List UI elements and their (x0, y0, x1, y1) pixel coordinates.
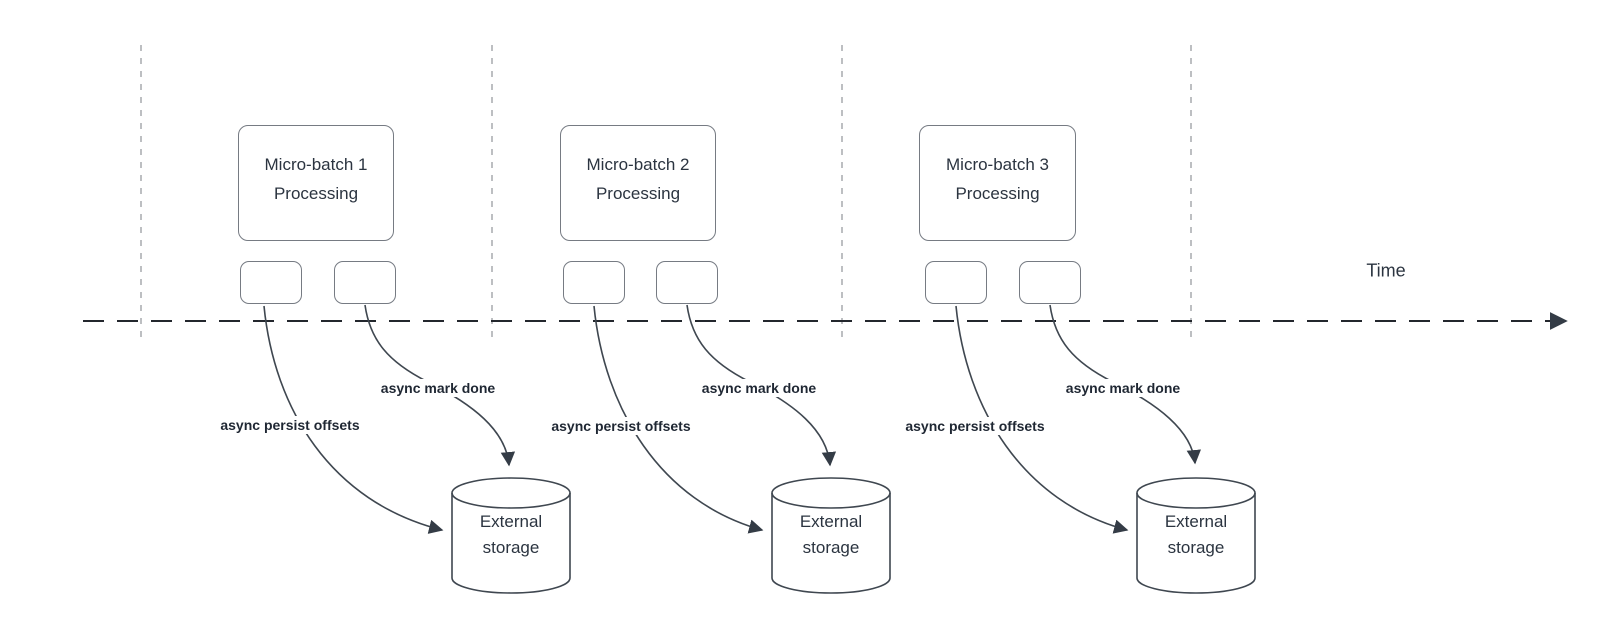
micro-batch-1-task-box-right (334, 261, 396, 304)
persist-offsets-arrow-2 (593, 305, 764, 534)
persist-offsets-label-1: async persist offsets (217, 416, 363, 434)
persist-offsets-label-2: async persist offsets (548, 417, 694, 435)
external-storage-label-3: External storage (1164, 512, 1228, 557)
micro-batch-2-title: Micro-batch 2 Processing (586, 155, 690, 203)
persist-offsets-arrow-3 (955, 305, 1129, 534)
micro-batch-3-task-box-right (1019, 261, 1081, 304)
persist-offsets-label-3: async persist offsets (902, 417, 1048, 435)
mark-done-label-2: async mark done (698, 379, 820, 397)
micro-batch-2-task-box-left (563, 261, 625, 304)
micro-batch-3-processing-box: Micro-batch 3 Processing (919, 125, 1076, 241)
storage-cylinders (451, 477, 1256, 594)
micro-batch-1-task-box-left (240, 261, 302, 304)
time-axis-label: Time (1366, 260, 1406, 281)
micro-batch-1-processing-box: Micro-batch 1 Processing (238, 125, 394, 241)
epoch-dividers (140, 45, 1192, 340)
micro-batch-1-title: Micro-batch 1 Processing (264, 155, 368, 203)
mark-done-label-3: async mark done (1062, 379, 1184, 397)
external-storage-label-2: External storage (799, 512, 863, 557)
micro-batch-3-task-box-left (925, 261, 987, 304)
external-storage-cylinder-2 (771, 477, 891, 594)
mark-done-label-1: async mark done (377, 379, 499, 397)
external-storage-label-1: External storage (479, 512, 543, 557)
micro-batch-2-task-box-right (656, 261, 718, 304)
connectors (263, 304, 1201, 534)
micro-batch-2-processing-box: Micro-batch 2 Processing (560, 125, 716, 241)
micro-batch-3-title: Micro-batch 3 Processing (946, 155, 1049, 203)
external-storage-cylinder-3 (1136, 477, 1256, 594)
persist-offsets-arrow-1 (263, 305, 444, 534)
external-storage-cylinder-1 (451, 477, 571, 594)
